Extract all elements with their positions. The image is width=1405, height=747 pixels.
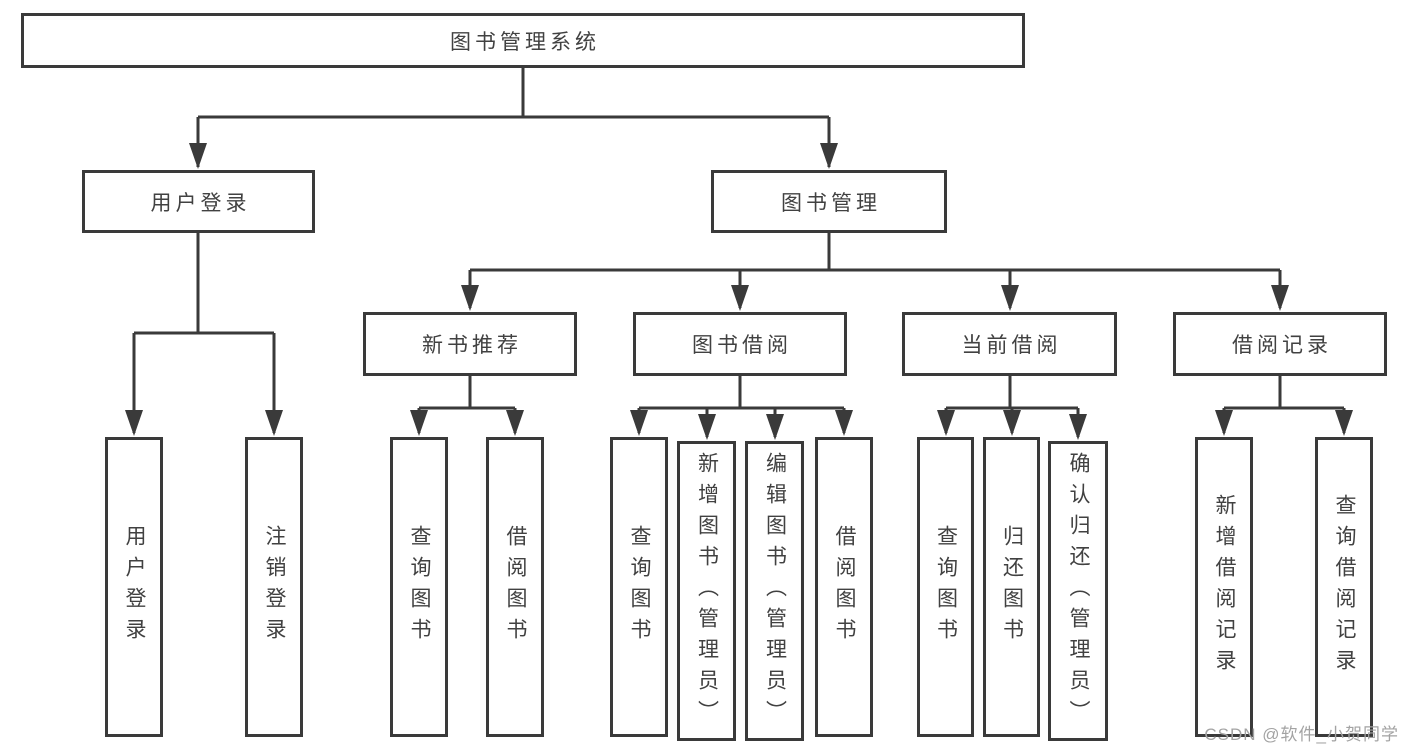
edge-login-to-children [132, 233, 276, 433]
arrowhead-icon [731, 285, 749, 311]
arrowhead-icon [1215, 410, 1233, 436]
arrowhead-icon [1003, 410, 1021, 436]
csdn-watermark: CSDN @软件_小贺同学 [1204, 725, 1399, 744]
arrowhead-icon [766, 414, 784, 440]
node-leaf-borrow-book: 借阅图书 [815, 437, 873, 737]
node-leaf-borrow-query-book: 查询图书 [610, 437, 668, 737]
node-leaf-current-query-book: 查询图书 [917, 437, 974, 737]
arrowhead-icon [698, 414, 716, 440]
arrowhead-icon [1069, 414, 1087, 440]
node-leaf-confirm-return-admin: 确认归还（管理员） [1048, 441, 1108, 741]
arrowhead-icon [835, 410, 853, 436]
edge-mgmt-to-level3 [468, 233, 1282, 308]
edge-root-to-level2 [196, 68, 831, 167]
arrowhead-icon [506, 410, 524, 436]
node-library-system: 图书管理系统 [21, 13, 1025, 68]
edge-records-to-children [1222, 376, 1346, 433]
node-book-borrow: 图书借阅 [633, 312, 847, 376]
arrowhead-icon [1335, 410, 1353, 436]
node-leaf-add-book-admin: 新增图书（管理员） [677, 441, 736, 741]
node-leaf-query-borrow-record: 查询借阅记录 [1315, 437, 1373, 737]
node-book-management: 图书管理 [711, 170, 947, 233]
arrowhead-icon [1271, 285, 1289, 311]
arrowheads [125, 143, 1353, 440]
edge-borrow-to-children [637, 376, 846, 437]
edge-recommend-to-children [417, 376, 517, 433]
node-leaf-edit-book-admin: 编辑图书（管理员） [745, 441, 804, 741]
node-leaf-logout: 注销登录 [245, 437, 303, 737]
node-leaf-user-login: 用户登录 [105, 437, 163, 737]
arrowhead-icon [265, 410, 283, 436]
node-borrow-records: 借阅记录 [1173, 312, 1387, 376]
arrowhead-icon [461, 285, 479, 311]
node-new-book-recommend: 新书推荐 [363, 312, 577, 376]
arrowhead-icon [410, 410, 428, 436]
arrowhead-icon [937, 410, 955, 436]
node-leaf-add-borrow-record: 新增借阅记录 [1195, 437, 1253, 737]
node-user-login: 用户登录 [82, 170, 315, 233]
node-current-borrow: 当前借阅 [902, 312, 1117, 376]
node-leaf-recommend-borrow-book: 借阅图书 [486, 437, 544, 737]
arrowhead-icon [1001, 285, 1019, 311]
connector-lines [132, 68, 1346, 437]
node-leaf-recommend-query-book: 查询图书 [390, 437, 448, 737]
arrowhead-icon [820, 143, 838, 169]
arrowhead-icon [125, 410, 143, 436]
arrowhead-icon [630, 410, 648, 436]
arrowhead-icon [189, 143, 207, 169]
node-leaf-return-book: 归还图书 [983, 437, 1040, 737]
